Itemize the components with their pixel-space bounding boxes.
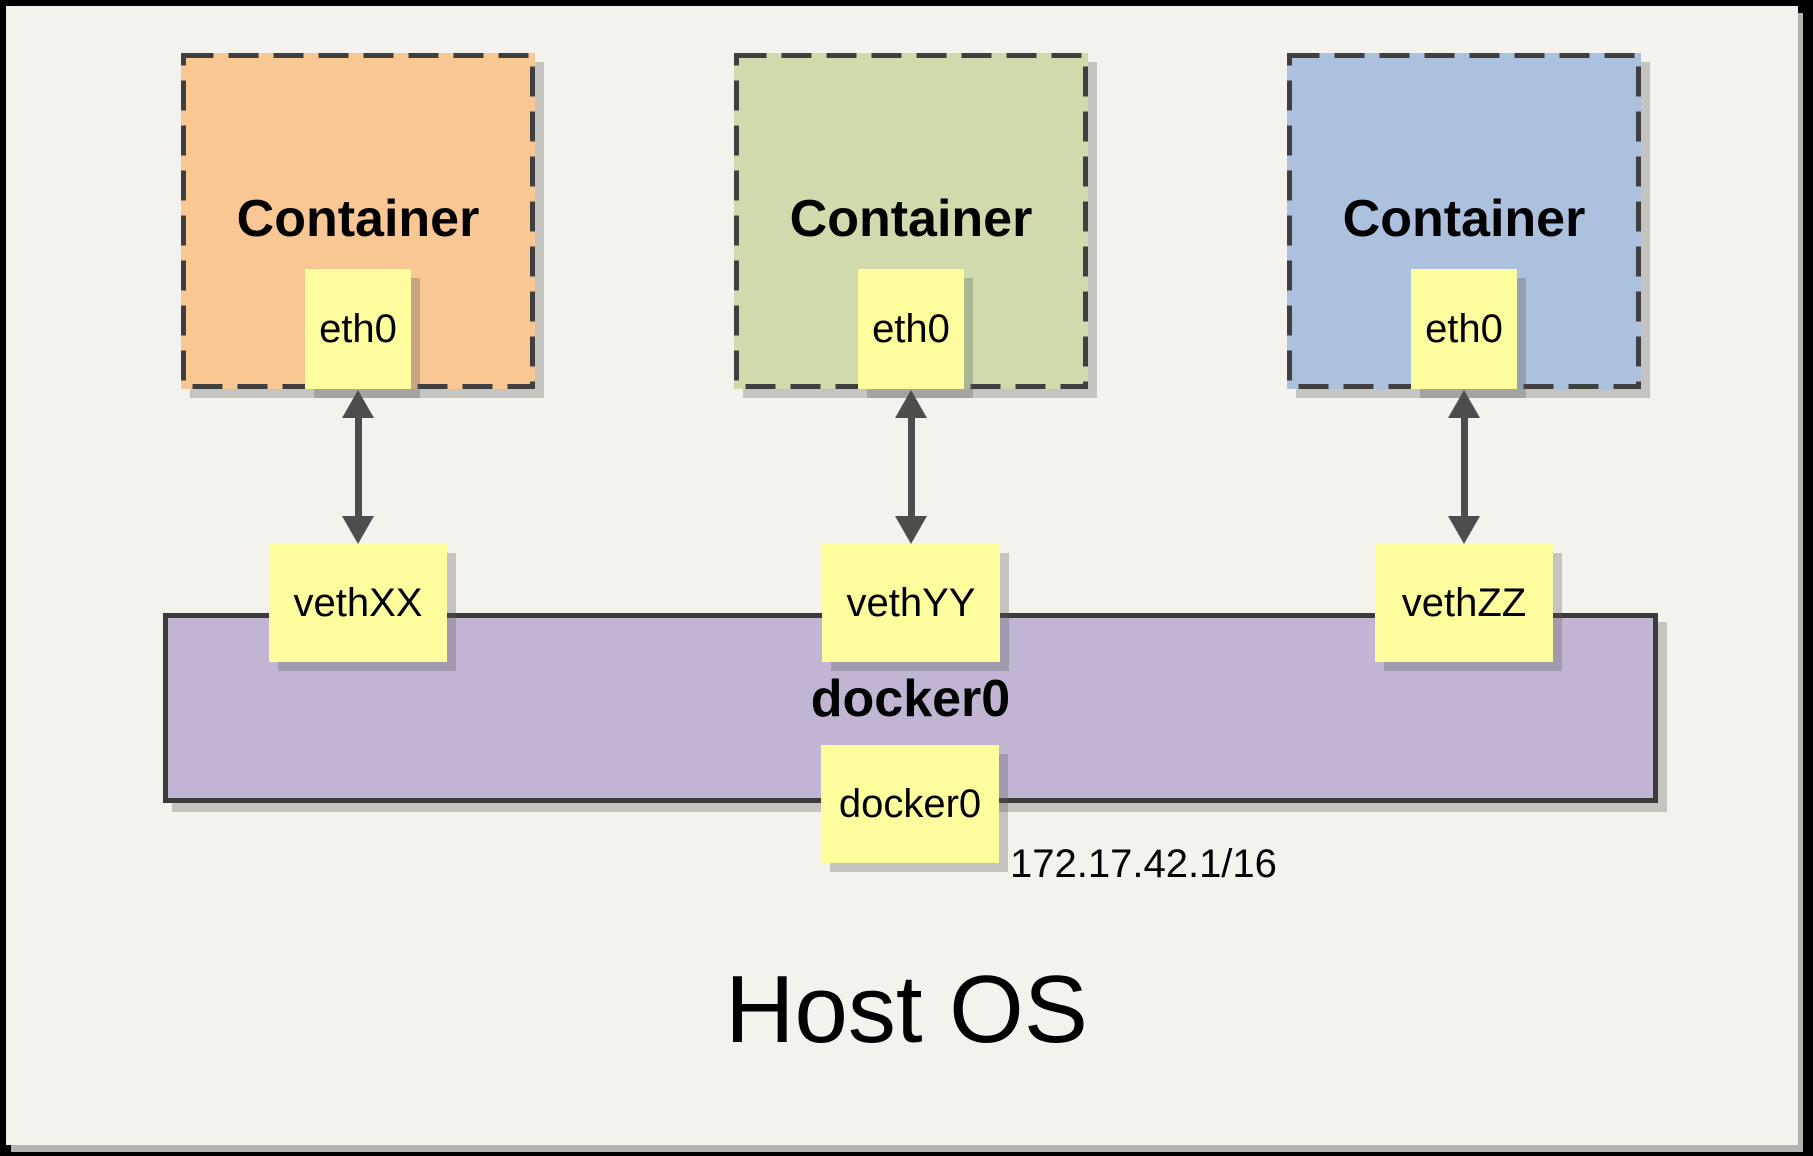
bridge-ip-address: 172.17.42.1/16: [1010, 842, 1277, 886]
vethxx-interface-label: vethXX: [293, 580, 423, 625]
container-dashed-border: [734, 53, 1088, 389]
arrow-head-down-icon: [1448, 516, 1480, 544]
container-dashed-border: [1287, 53, 1641, 389]
arrow-shaft: [354, 414, 362, 520]
eth0-interface-label: eth0: [319, 306, 397, 351]
arrow-head-up-icon: [342, 390, 374, 418]
arrow-head-up-icon: [1448, 390, 1480, 418]
container-label: Container: [1342, 190, 1586, 248]
container-box-1: Container eth0: [181, 53, 535, 389]
eth0-interface-label: eth0: [1425, 306, 1503, 351]
vethyy-interface-box: vethYY: [822, 544, 1000, 662]
bidirectional-arrow-1: [342, 390, 374, 544]
container-box-3: Container eth0: [1287, 53, 1641, 389]
vethyy-interface-label: vethYY: [846, 580, 976, 625]
eth0-interface-box: eth0: [1411, 269, 1517, 389]
docker0-bridge-label: docker0: [810, 670, 1011, 728]
host-os-label: Host OS: [725, 956, 1088, 1063]
docker0-interface-box: docker0: [821, 745, 999, 863]
container-dashed-border: [181, 53, 535, 389]
docker0-interface-label: docker0: [838, 781, 982, 826]
vethxx-interface-box: vethXX: [269, 544, 447, 662]
arrow-head-down-icon: [895, 516, 927, 544]
bidirectional-arrow-2: [895, 390, 927, 544]
eth0-interface-label: eth0: [872, 306, 950, 351]
eth0-interface-box: eth0: [858, 269, 964, 389]
container-box-2: Container eth0: [734, 53, 1088, 389]
vethzz-interface-box: vethZZ: [1375, 544, 1553, 662]
container-label: Container: [789, 190, 1033, 248]
container-label: Container: [236, 190, 480, 248]
arrow-head-down-icon: [342, 516, 374, 544]
arrow-shaft: [1460, 414, 1468, 520]
arrow-shaft: [907, 414, 915, 520]
eth0-interface-box: eth0: [305, 269, 411, 389]
vethzz-interface-label: vethZZ: [1401, 580, 1527, 625]
bidirectional-arrow-3: [1448, 390, 1480, 544]
arrow-head-up-icon: [895, 390, 927, 418]
